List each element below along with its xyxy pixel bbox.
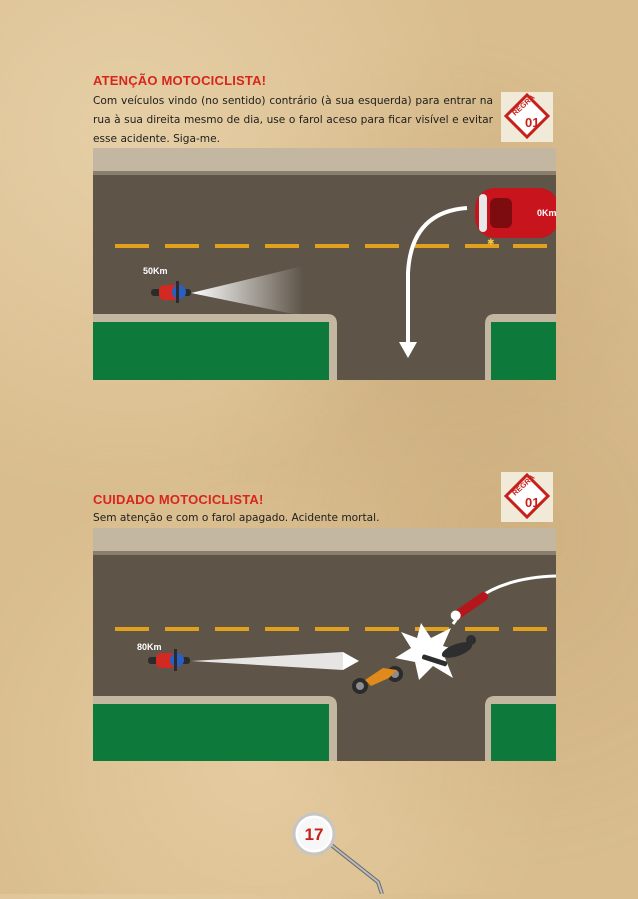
crashing-motorcycle: [450, 592, 489, 621]
rule2-badge-number: 01: [525, 495, 539, 510]
rule1-badge: REGRA 01: [501, 92, 553, 142]
grass-right: [491, 704, 556, 761]
sidewalk-top: [93, 148, 556, 174]
rule1-illustration: 50Km 0Km ✱: [93, 148, 556, 380]
headlight-beam: [191, 652, 343, 670]
motorcycle: [151, 281, 191, 303]
sidewalk-top: [93, 528, 556, 554]
turn-arrow: [406, 206, 468, 344]
crash-burst-icon: [395, 623, 465, 680]
fallen-motorcycle: [352, 666, 403, 694]
rule2-text: Sem atenção e com o farol apagado. Acide…: [93, 512, 380, 524]
motorcycle: [148, 649, 190, 671]
rule1-text: Com veículos vindo (no sentido) contrári…: [93, 95, 493, 145]
rule2-badge: REGRA 01: [501, 472, 553, 522]
rule2-title: CUIDADO MOTOCICLISTA!: [93, 492, 264, 507]
rule2-illustration: 80Km: [93, 528, 556, 761]
grass-left: [93, 704, 329, 761]
moto-speed-label: 80Km: [137, 642, 162, 652]
direction-arrow: [343, 652, 359, 670]
grass-right: [491, 322, 556, 380]
fallen-rider: [421, 635, 476, 667]
rule1-badge-number: 01: [525, 115, 539, 130]
lane-markings: [115, 244, 547, 248]
moto-speed-label: 50Km: [143, 266, 168, 276]
car: [475, 188, 556, 238]
car-speed-label: 0Km: [537, 208, 556, 218]
turn-signal-icon: ✱: [487, 238, 495, 248]
rule1-title: ATENÇÃO MOTOCICLISTA!: [93, 73, 267, 88]
headlight-beam: [191, 266, 303, 316]
page-number-badge: 17: [290, 810, 385, 895]
grass-left: [93, 322, 329, 380]
page-number: 17: [305, 825, 324, 844]
lane-markings: [115, 627, 547, 631]
